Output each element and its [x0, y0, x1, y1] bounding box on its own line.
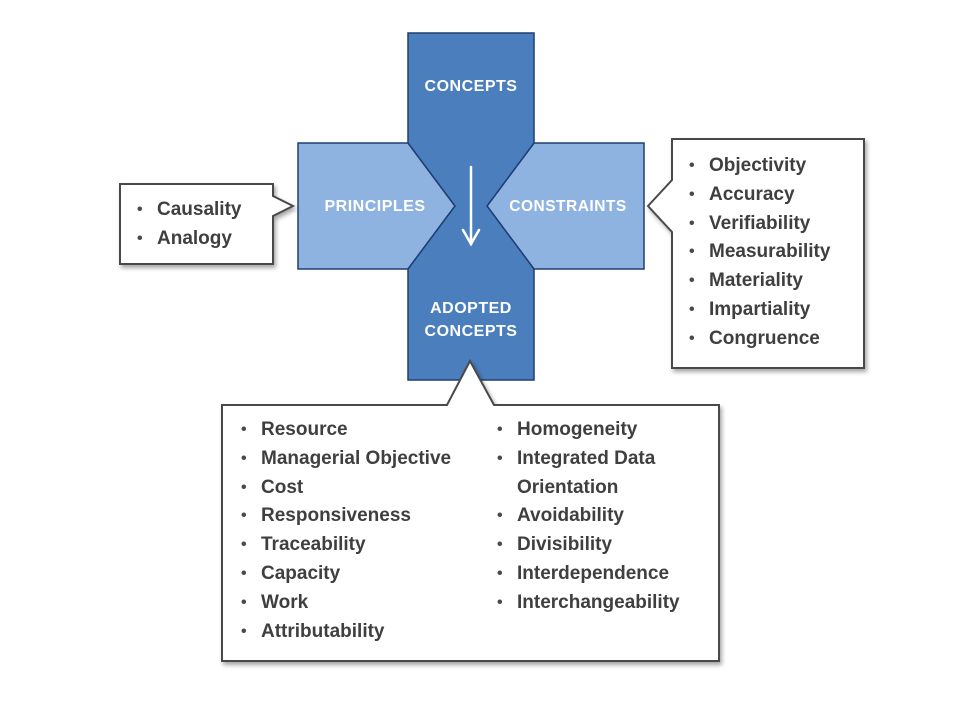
adopted-concepts-right-list: Homogeneity Integrated Data Orientation … — [497, 416, 680, 618]
list-item: Interchangeability — [497, 589, 680, 618]
list-item: Integrated Data — [497, 445, 680, 474]
adopted-concepts-left-list: Resource Managerial Objective Cost Respo… — [241, 416, 451, 646]
list-item: Causality — [137, 196, 241, 225]
list-item: Responsiveness — [241, 502, 451, 531]
list-item: Interdependence — [497, 560, 680, 589]
constraints-list: Objectivity Accuracy Verifiability Measu… — [689, 152, 830, 354]
adopted-label-line2: CONCEPTS — [424, 323, 518, 340]
list-item: Capacity — [241, 560, 451, 589]
list-item: Resource — [241, 416, 451, 445]
down-arrow-icon — [461, 165, 481, 247]
list-item: Managerial Objective — [241, 445, 451, 474]
list-item: Objectivity — [689, 152, 830, 181]
list-item: Attributability — [241, 618, 451, 647]
list-item: Work — [241, 589, 451, 618]
list-item: Analogy — [137, 225, 241, 254]
list-item-continuation: Orientation — [517, 476, 619, 498]
list-item: Materiality — [689, 267, 830, 296]
list-item: Divisibility — [497, 531, 680, 560]
adopted-label-line1: ADOPTED — [430, 300, 512, 317]
principles-list: Causality Analogy — [137, 196, 241, 254]
principles-label: PRINCIPLES — [324, 198, 426, 215]
list-item: Cost — [241, 474, 451, 503]
seam-lines — [407, 142, 535, 270]
list-item: Homogeneity — [497, 416, 680, 445]
list-item: Impartiality — [689, 296, 830, 325]
list-item: Congruence — [689, 325, 830, 354]
list-item: Avoidability — [497, 502, 680, 531]
list-item: Traceability — [241, 531, 451, 560]
list-item: Measurability — [689, 238, 830, 267]
constraints-label: CONSTRAINTS — [509, 198, 627, 215]
list-item: Accuracy — [689, 181, 830, 210]
list-item: Verifiability — [689, 210, 830, 239]
concepts-label: CONCEPTS — [424, 78, 518, 95]
adopted-concepts-label: ADOPTED CONCEPTS — [408, 297, 534, 343]
